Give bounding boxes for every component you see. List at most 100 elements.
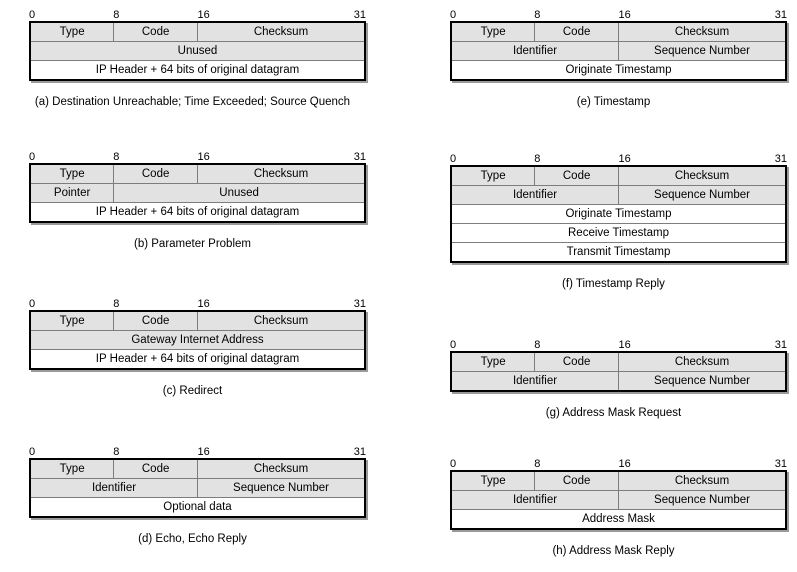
packet-field-cell: Type [450, 21, 536, 42]
packet-field-cell: Code [113, 21, 198, 42]
bit-ruler-tick: 16 [197, 298, 210, 310]
bit-ruler-tick: 16 [197, 151, 210, 163]
packet-field-cell: Sequence Number [618, 371, 787, 392]
packet-field-cell: IP Header + 64 bits of original datagram [29, 202, 366, 223]
packet-field-cell: Code [113, 163, 198, 184]
bit-ruler-tick: 31 [353, 446, 366, 458]
bit-ruler-tick: 31 [774, 153, 787, 165]
bit-ruler-tick: 0 [29, 9, 36, 21]
bit-ruler-tick: 0 [29, 151, 36, 163]
bit-ruler-tick: 16 [197, 446, 210, 458]
bit-ruler-tick: 16 [618, 458, 631, 470]
bit-ruler-tick: 16 [197, 9, 210, 21]
packet-field-row: Transmit Timestamp [450, 242, 787, 263]
packet-field-cell: Type [29, 458, 115, 479]
figure-caption-h: (h) Address Mask Reply [552, 545, 675, 557]
bit-ruler-tick: 31 [774, 339, 787, 351]
packet-field-cell: Originate Timestamp [450, 60, 787, 81]
bit-ruler-tick: 31 [774, 458, 787, 470]
figure-caption-a: (a) Destination Unreachable; Time Exceed… [34, 96, 351, 108]
bit-ruler-tick: 31 [774, 9, 787, 21]
packet-field-cell: Type [29, 21, 115, 42]
bit-ruler-tick: 31 [353, 298, 366, 310]
packet-field-cell: Unused [29, 41, 366, 61]
packet-field-cell: Checksum [618, 351, 787, 372]
packet-field-row: Optional data [29, 497, 366, 518]
figure-caption-e: (e) Timestamp [576, 96, 651, 108]
packet-field-row: IP Header + 64 bits of original datagram [29, 349, 366, 370]
packet-field-cell: Identifier [29, 478, 198, 498]
figure-caption-c: (c) Redirect [162, 385, 223, 397]
packet-field-cell: Type [450, 165, 536, 186]
packet-field-cell: Checksum [197, 163, 366, 184]
packet-field-row: Originate Timestamp [450, 204, 787, 224]
bit-ruler-tick: 31 [353, 151, 366, 163]
packet-field-row: IP Header + 64 bits of original datagram [29, 60, 366, 81]
packet-field-row: IP Header + 64 bits of original datagram [29, 202, 366, 223]
packet-field-cell: Code [534, 165, 619, 186]
packet-field-cell: Code [534, 21, 619, 42]
packet-field-cell: Sequence Number [197, 478, 366, 498]
packet-field-cell: Receive Timestamp [450, 223, 787, 243]
packet-field-cell: IP Header + 64 bits of original datagram [29, 349, 366, 370]
bit-ruler-tick: 8 [113, 151, 120, 163]
bit-ruler-tick: 8 [534, 9, 541, 21]
packet-field-cell: Unused [113, 183, 366, 203]
packet-field-cell: Checksum [197, 310, 366, 331]
packet-field-cell: Type [29, 163, 115, 184]
packet-field-cell: Identifier [450, 490, 619, 510]
packet-field-row: Gateway Internet Address [29, 330, 366, 350]
packet-field-row: Unused [29, 41, 366, 61]
bit-ruler-tick: 8 [113, 9, 120, 21]
figure-caption-d: (d) Echo, Echo Reply [138, 533, 247, 545]
bit-ruler-tick: 0 [450, 9, 457, 21]
packet-field-cell: Optional data [29, 497, 366, 518]
packet-field-cell: IP Header + 64 bits of original datagram [29, 60, 366, 81]
bit-ruler-tick: 0 [450, 458, 457, 470]
bit-ruler-tick: 0 [450, 153, 457, 165]
packet-field-row: Receive Timestamp [450, 223, 787, 243]
packet-field-row: Address Mask [450, 509, 787, 530]
bit-ruler-tick: 8 [534, 458, 541, 470]
packet-field-cell: Sequence Number [618, 185, 787, 205]
packet-field-cell: Pointer [29, 183, 115, 203]
bit-ruler-tick: 8 [113, 446, 120, 458]
packet-field-cell: Sequence Number [618, 490, 787, 510]
packet-field-cell: Checksum [618, 470, 787, 491]
figure-caption-b: (b) Parameter Problem [134, 238, 251, 250]
bit-ruler-tick: 16 [618, 339, 631, 351]
bit-ruler-tick: 8 [534, 153, 541, 165]
packet-field-cell: Originate Timestamp [450, 204, 787, 224]
packet-field-cell: Address Mask [450, 509, 787, 530]
bit-ruler-tick: 8 [534, 339, 541, 351]
packet-field-cell: Checksum [197, 458, 366, 479]
